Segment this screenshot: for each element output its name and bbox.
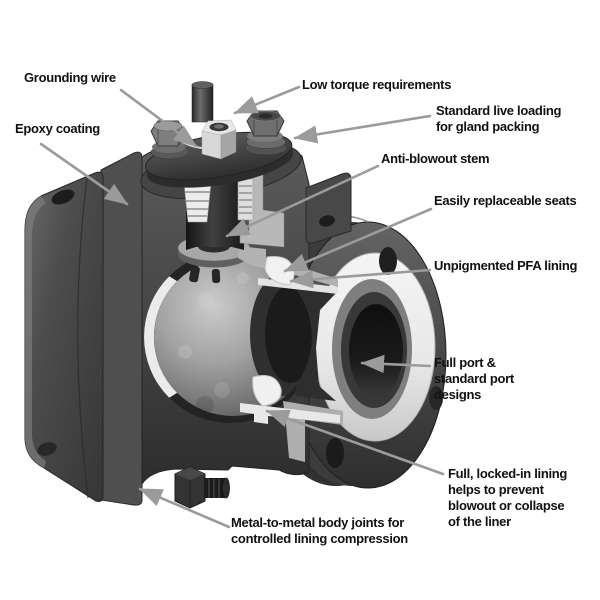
lining-crescent xyxy=(144,276,178,398)
arrow-pfa-lining xyxy=(289,268,432,289)
label-epoxy-coating: Epoxy coating xyxy=(15,121,100,136)
label-grounding-wire: Grounding wire xyxy=(24,70,116,85)
callout-arrows xyxy=(39,85,445,529)
seat-bottom xyxy=(252,375,282,407)
label-low-torque: Low torque requirements xyxy=(302,77,452,92)
arrow-locked-lining xyxy=(265,409,445,476)
bolt-hole xyxy=(37,442,57,456)
bolt-hole xyxy=(379,247,397,275)
arrow-live-loading xyxy=(293,114,432,144)
label-replaceable-seats: Easily replaceable seats xyxy=(434,193,577,208)
ball-slot xyxy=(189,265,200,283)
label-port-designs: Full port & standard port designs xyxy=(434,355,514,402)
flange-bore xyxy=(349,304,403,398)
right-hub-block xyxy=(305,172,352,244)
label-body-joints: Metal-to-metal body joints for controlle… xyxy=(231,515,408,546)
label-anti-blowout: Anti-blowout stem xyxy=(381,151,490,166)
label-pfa-lining: Unpigmented PFA lining xyxy=(434,258,578,273)
arrow-seats xyxy=(283,207,433,273)
pfa-lining-ring xyxy=(314,252,436,442)
arrow-port-designs xyxy=(360,354,432,374)
label-live-loading: Standard live loading for gland packing xyxy=(436,103,562,134)
drain-plug xyxy=(174,466,230,509)
spring-stack xyxy=(237,178,254,221)
gland-bolt-right xyxy=(244,110,288,156)
body-flange-plate xyxy=(100,151,143,506)
packing-stack xyxy=(183,182,212,223)
left-flange xyxy=(24,151,143,506)
arrow-low-torque xyxy=(233,85,301,115)
bolt-hole xyxy=(51,189,75,205)
bolt-hole xyxy=(429,386,443,410)
bolt-hole xyxy=(326,438,344,468)
stem xyxy=(191,81,214,123)
arrow-epoxy-coating xyxy=(39,142,129,206)
bolt-hole xyxy=(319,215,335,227)
ball-slot xyxy=(211,268,221,284)
label-locked-in-lining: Full, locked-in lining helps to prevent … xyxy=(448,466,568,529)
arrow-anti-blowout xyxy=(225,164,380,238)
arrow-body-joints xyxy=(138,487,231,529)
stem-nut xyxy=(201,119,237,160)
ball xyxy=(154,258,312,416)
arrow-grounding-wire xyxy=(119,88,198,148)
flange-edge-highlight xyxy=(25,196,46,468)
